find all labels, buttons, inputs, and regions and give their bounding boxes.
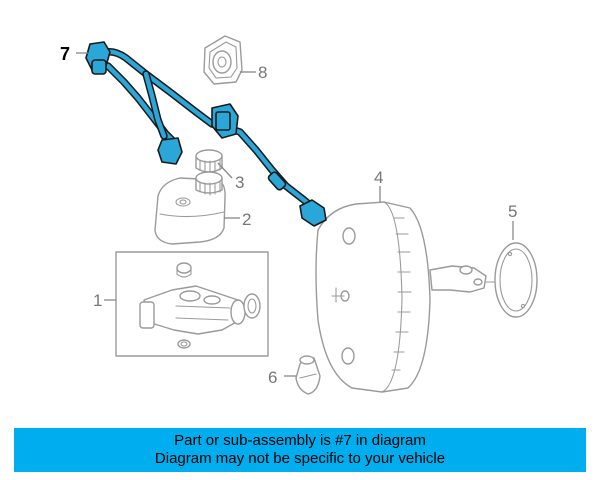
banner-line-1: Part or sub-assembly is #7 in diagram bbox=[174, 432, 426, 449]
info-banner: Part or sub-assembly is #7 in diagram Di… bbox=[14, 428, 586, 472]
part-8-grommet bbox=[203, 35, 243, 85]
callout-3: 3 bbox=[235, 173, 244, 192]
callout-8: 8 bbox=[258, 63, 267, 82]
part-3-cap bbox=[195, 149, 223, 174]
part-4-brake-booster bbox=[315, 201, 495, 393]
part-2-reservoir bbox=[154, 171, 226, 245]
parts-diagram: 8 3 2 1 bbox=[60, 35, 538, 395]
callout-6: 6 bbox=[268, 368, 277, 387]
part-1-master-cylinder bbox=[115, 251, 269, 357]
banner-line-2: Diagram may not be specific to your vehi… bbox=[154, 450, 446, 467]
callout-1: 1 bbox=[93, 291, 102, 310]
callout-5: 5 bbox=[508, 202, 517, 221]
part-6-check-valve bbox=[295, 355, 321, 395]
part-5-gasket bbox=[494, 242, 538, 318]
callout-2: 2 bbox=[242, 210, 251, 229]
callout-7: 7 bbox=[60, 44, 70, 64]
callout-4: 4 bbox=[374, 168, 383, 187]
part-7-vacuum-hose bbox=[85, 41, 327, 227]
